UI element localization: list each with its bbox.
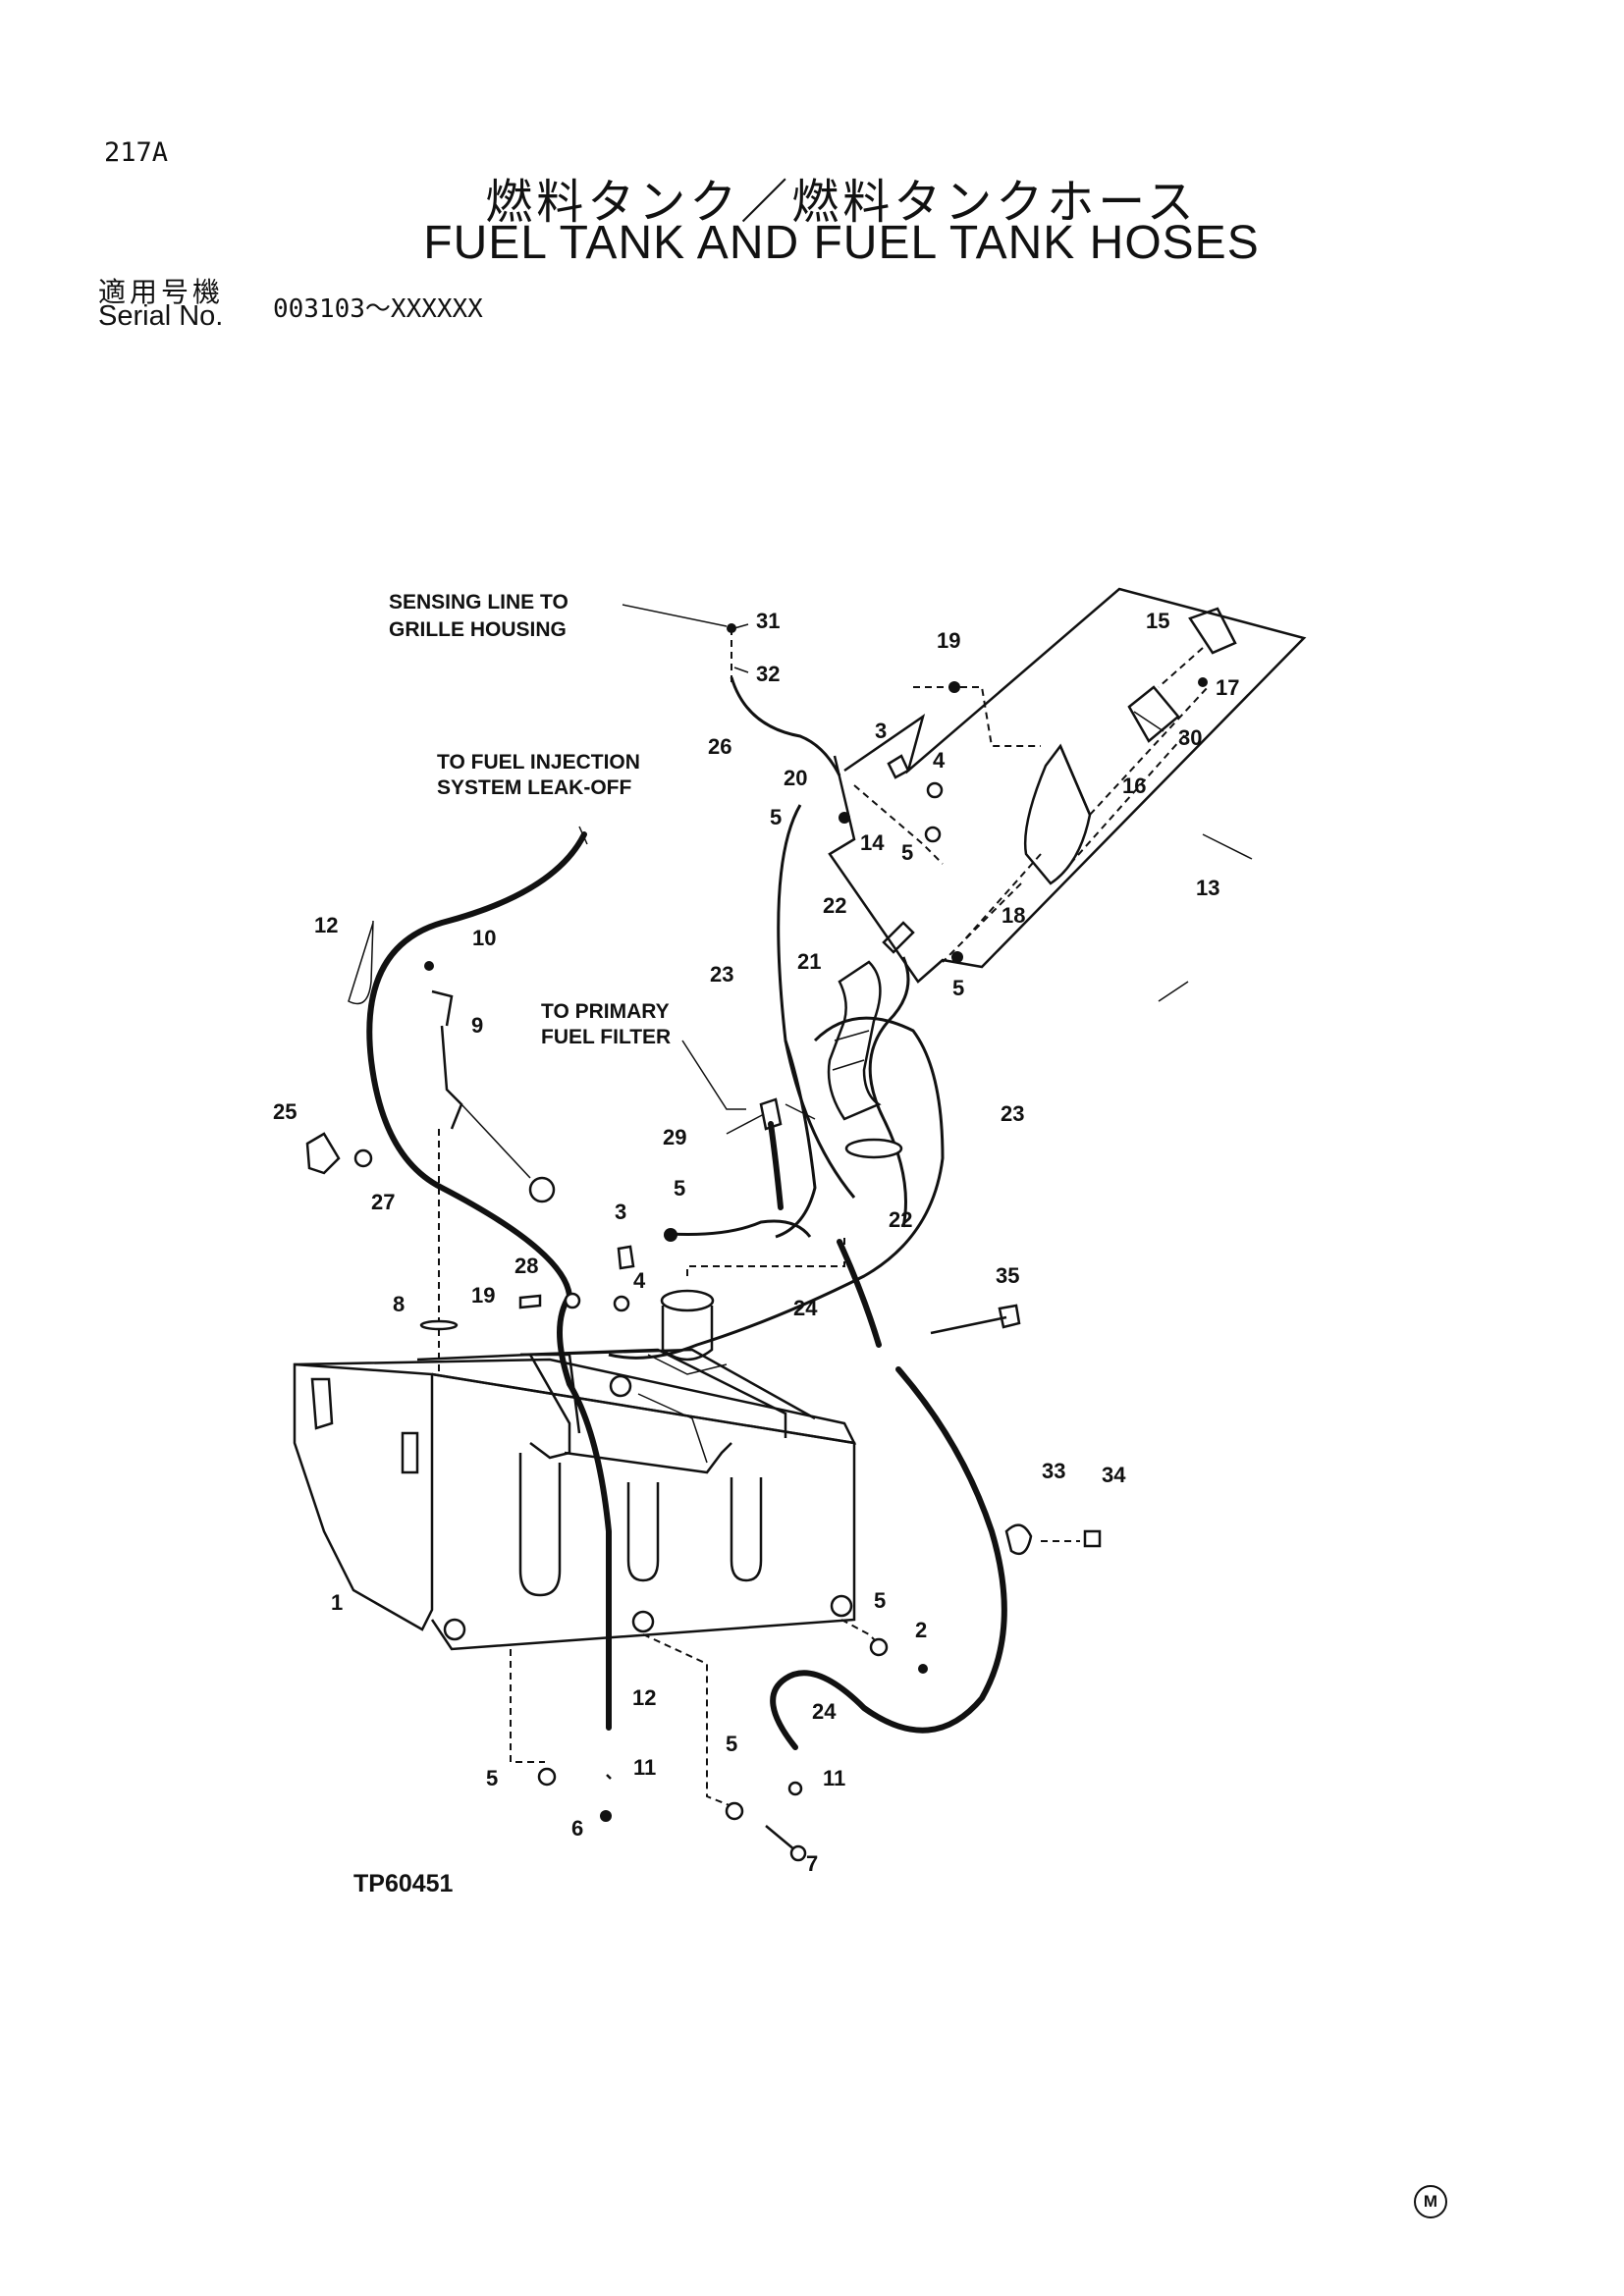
- callout-label: 24: [793, 1296, 818, 1320]
- callout-label: 18: [1001, 903, 1025, 928]
- callout-label: 23: [1001, 1101, 1024, 1126]
- callout-label: 34: [1102, 1463, 1126, 1487]
- callout-label: 21: [797, 949, 821, 974]
- callout-label: 30: [1178, 725, 1202, 750]
- callout-label: 33: [1042, 1459, 1065, 1483]
- callout-label: 5: [952, 976, 964, 1000]
- callout-label: 12: [314, 913, 338, 937]
- callout-label: 12: [632, 1685, 656, 1710]
- note-grille-housing: GRILLE HOUSING: [389, 618, 567, 641]
- serial-label: Serial No.: [98, 300, 224, 332]
- callout-label: 26: [708, 734, 731, 759]
- callout-label: 14: [860, 830, 885, 855]
- callout-label: 5: [874, 1588, 886, 1613]
- callout-label: 9: [471, 1013, 483, 1038]
- callout-label: 8: [393, 1292, 405, 1316]
- marking-symbol: M: [1414, 2185, 1447, 2218]
- leader-lines: [348, 604, 1253, 1135]
- callout-label: 24: [812, 1699, 837, 1724]
- callout-label: 11: [823, 1766, 845, 1790]
- callout-label: 35: [996, 1263, 1019, 1288]
- callout-label: 19: [937, 628, 960, 653]
- callout-label: 16: [1122, 774, 1146, 798]
- note-leak-off: SYSTEM LEAK-OFF: [437, 776, 632, 799]
- callout-label: 7: [806, 1851, 818, 1876]
- callout-label: 5: [674, 1176, 685, 1201]
- note-fuel-injection: TO FUEL INJECTION: [437, 751, 640, 774]
- page-number: 217A: [104, 137, 169, 168]
- page-title: FUEL TANK AND FUEL TANK HOSES: [423, 217, 1260, 269]
- callout-label: 29: [663, 1125, 686, 1149]
- callout-label: 6: [571, 1816, 583, 1841]
- callout-label: 1: [331, 1590, 343, 1615]
- callout-label: 2: [915, 1618, 927, 1642]
- callout-label: 17: [1216, 675, 1239, 700]
- callout-label: 27: [371, 1190, 395, 1214]
- note-primary-filter: TO PRIMARY: [541, 1000, 670, 1023]
- callout-label: 13: [1196, 876, 1219, 900]
- callout-label: 5: [486, 1766, 498, 1790]
- callout-label: 25: [273, 1099, 297, 1124]
- callout-label: 5: [726, 1732, 737, 1756]
- callout-label: 28: [514, 1254, 538, 1278]
- callout-label: 15: [1146, 609, 1169, 633]
- bracket-assembly: [828, 587, 1307, 984]
- callout-label: 10: [472, 926, 496, 950]
- serial-range: 003103～XXXXXX: [273, 294, 483, 324]
- callout-label: 3: [875, 719, 887, 743]
- callout-label: 31: [756, 609, 780, 633]
- callout-label: 5: [770, 805, 782, 829]
- callout-label: 32: [756, 662, 780, 686]
- hoses: [366, 628, 1007, 1750]
- figure-number: TP60451: [353, 1870, 454, 1897]
- note-sensing-line: SENSING LINE TO: [389, 591, 568, 614]
- callout-labels: 1 2 3 3 4 4 5 5 5 5 5 5 5 6 7 8 9 10 11 …: [273, 609, 1239, 1876]
- callout-label: 3: [615, 1200, 626, 1224]
- note-fuel-filter: FUEL FILTER: [541, 1026, 671, 1048]
- callout-label: 4: [633, 1268, 646, 1293]
- callout-label: 23: [710, 962, 733, 987]
- callout-label: 19: [471, 1283, 495, 1308]
- callout-label: 22: [889, 1207, 912, 1232]
- callout-label: 11: [633, 1755, 656, 1780]
- page-title-japanese: 燃料タンク／燃料タンクホース: [485, 175, 1198, 230]
- fuel-tank: [293, 1289, 857, 1651]
- callout-label: 20: [784, 766, 807, 790]
- small-parts: [305, 623, 1208, 1862]
- callout-label: 5: [901, 840, 913, 865]
- callout-label: 4: [933, 748, 946, 773]
- callout-label: 22: [823, 893, 846, 918]
- serial-label-japanese: 適用号機: [98, 276, 225, 308]
